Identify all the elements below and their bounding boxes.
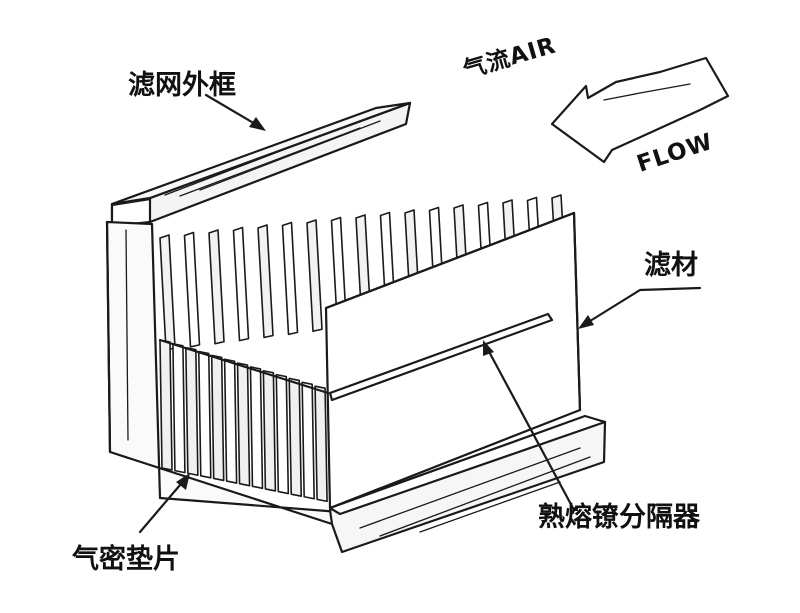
media-pleat-lower xyxy=(314,385,328,503)
media-pleat-lower xyxy=(172,343,186,474)
leader-media xyxy=(578,286,702,329)
label-separator: 熟熔镣分隔器 xyxy=(538,501,701,533)
media-pleat-lower xyxy=(249,366,264,490)
media-pleat-lower xyxy=(236,362,251,487)
media-pleat-lower xyxy=(210,354,225,482)
media-pleat-lower xyxy=(301,381,315,500)
leader-gasket xyxy=(138,473,190,534)
media-pleat-upper xyxy=(281,221,299,336)
media-pleat-upper xyxy=(232,226,250,342)
top-frame-bar xyxy=(110,101,412,228)
media-pleat-lower xyxy=(262,369,277,492)
air-flow-arrow-icon xyxy=(550,56,730,164)
label-air: 气流AIR xyxy=(459,32,559,84)
separator-groove xyxy=(158,312,554,402)
media-pleat-lower xyxy=(223,358,238,484)
label-media: 滤材 xyxy=(644,250,698,281)
media-pleat-lower xyxy=(288,377,303,497)
media-front-face xyxy=(324,211,582,510)
media-pleat-upper xyxy=(306,219,323,333)
media-pleat-lower xyxy=(159,339,173,471)
label-frame: 滤网外框 xyxy=(128,70,236,101)
leader-separator xyxy=(483,340,576,512)
media-pleat-lower xyxy=(275,373,290,495)
media-pleat-lower xyxy=(185,346,199,477)
label-flow: FLOW xyxy=(634,129,717,178)
filter-media-pleats xyxy=(159,194,568,505)
media-pleat-upper xyxy=(257,224,274,339)
media-pleat-lower xyxy=(197,350,212,479)
media-pleat-upper xyxy=(159,234,176,351)
media-pleat-upper xyxy=(183,231,201,348)
media-pleat-upper xyxy=(208,229,225,345)
leader-frame xyxy=(204,93,266,131)
label-gasket: 气密垫片 xyxy=(71,543,180,575)
